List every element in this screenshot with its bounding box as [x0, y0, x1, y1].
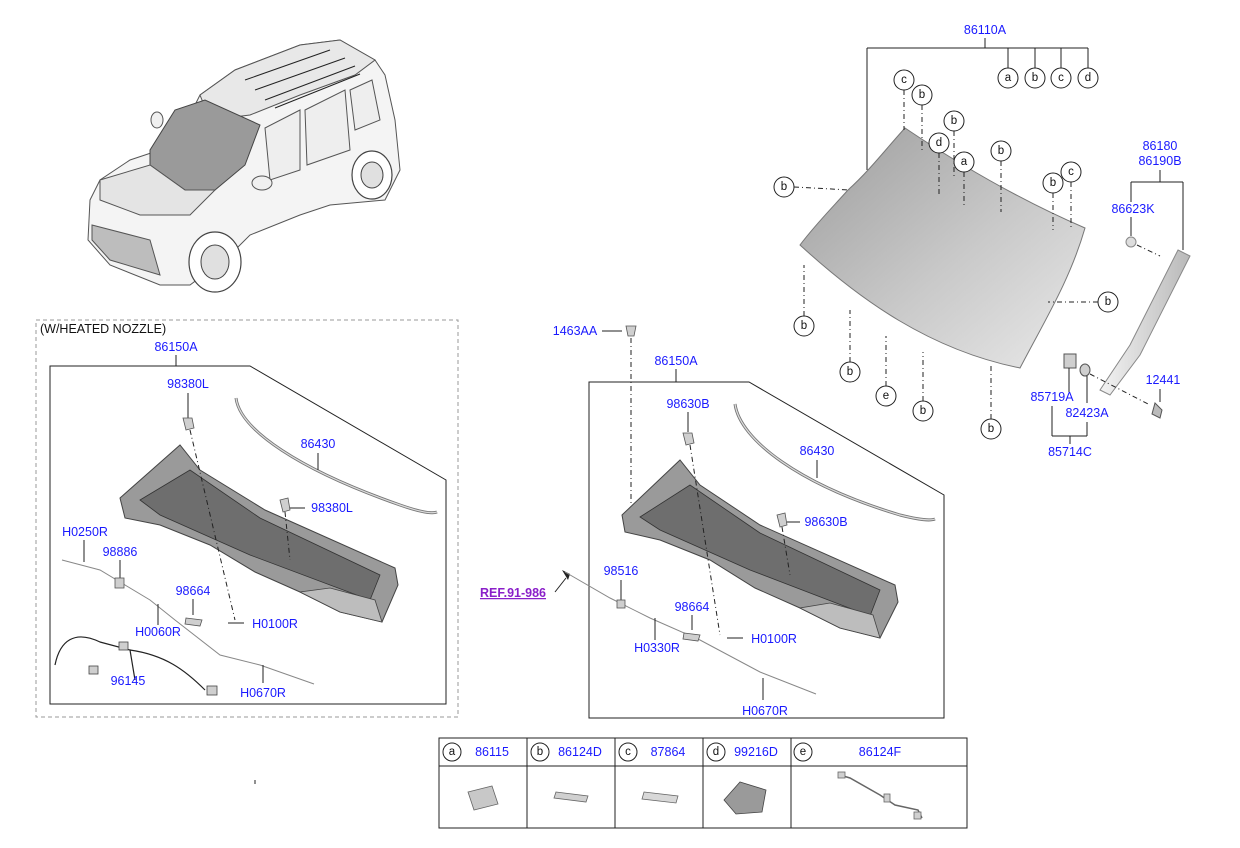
svg-text:e: e: [800, 746, 806, 758]
ref-91-986-link[interactable]: REF.91-986: [480, 586, 546, 600]
part-86180[interactable]: 86180: [1143, 139, 1178, 153]
svg-text:c: c: [1068, 166, 1074, 178]
part-H0670R-left[interactable]: H0670R: [240, 686, 286, 700]
part-H0330R[interactable]: H0330R: [634, 641, 680, 655]
part-1463AA[interactable]: 1463AA: [553, 324, 598, 338]
legend-part-86115[interactable]: 86115: [475, 745, 509, 759]
legend-cell-e[interactable]: e 86124F: [793, 742, 923, 820]
callout-b: b: [1032, 72, 1038, 84]
part-H0060R[interactable]: H0060R: [135, 625, 181, 639]
part-86430-right[interactable]: 86430: [800, 444, 835, 458]
legend-cell-d[interactable]: d 99216D: [706, 742, 778, 815]
pillar-molding[interactable]: [1099, 249, 1191, 396]
callout-d: d: [1085, 72, 1091, 84]
part-98664-left[interactable]: 98664: [176, 584, 211, 598]
svg-text:e: e: [883, 390, 889, 402]
heated-nozzle-label: (W/HEATED NOZZLE): [40, 322, 166, 336]
legend-part-87864[interactable]: 87864: [651, 745, 686, 759]
legend-part-86124D[interactable]: 86124D: [558, 745, 602, 759]
part-H0100R-left[interactable]: H0100R: [252, 617, 298, 631]
svg-text:b: b: [988, 423, 994, 435]
legend-cell-a[interactable]: a 86115: [442, 742, 509, 811]
part-12441[interactable]: 12441: [1146, 373, 1181, 387]
heated-nozzle-panel: (W/HEATED NOZZLE) 86150A 86430 98380L 98…: [35, 319, 459, 718]
legend-part-86124F[interactable]: 86124F: [859, 745, 902, 759]
svg-text:d: d: [713, 746, 719, 758]
legend-cell-c[interactable]: c 87864: [618, 742, 686, 804]
svg-text:c: c: [901, 74, 907, 86]
svg-text:b: b: [998, 145, 1004, 157]
svg-text:b: b: [919, 89, 925, 101]
part-98516[interactable]: 98516: [604, 564, 639, 578]
part-86190B[interactable]: 86190B: [1138, 154, 1181, 168]
part-86430-left[interactable]: 86430: [301, 437, 336, 451]
svg-text:b: b: [781, 181, 787, 193]
part-98630B-mid[interactable]: 98630B: [804, 515, 847, 529]
svg-text:a: a: [961, 156, 968, 168]
part-85719A[interactable]: 85719A: [1030, 390, 1074, 404]
part-98380L-mid[interactable]: 98380L: [311, 501, 353, 515]
svg-text:c: c: [625, 746, 631, 758]
part-82423A[interactable]: 82423A: [1065, 406, 1109, 420]
part-98664-right[interactable]: 98664: [675, 600, 710, 614]
windshield-glass[interactable]: [799, 127, 1086, 369]
part-98630B-top[interactable]: 98630B: [666, 397, 709, 411]
legend-part-99216D[interactable]: 99216D: [734, 745, 778, 759]
windshield-group: 86110A a b c d c b b d a b b c: [773, 23, 1191, 459]
standard-nozzle-panel: 1463AA 86150A 86430 98630B 98630B REF.91…: [480, 324, 945, 719]
svg-text:d: d: [936, 137, 942, 149]
part-86110A[interactable]: 86110A: [964, 23, 1007, 37]
part-H0250R[interactable]: H0250R: [62, 525, 108, 539]
part-86623K[interactable]: 86623K: [1111, 202, 1155, 216]
svg-text:b: b: [847, 366, 853, 378]
vehicle-illustration: [87, 39, 401, 293]
svg-text:b: b: [920, 405, 926, 417]
windshield-callouts: c b b d a b b c b b b b e b: [773, 69, 1119, 440]
svg-text:b: b: [537, 746, 543, 758]
part-H0670R-right[interactable]: H0670R: [742, 704, 788, 718]
callout-a: a: [1005, 72, 1012, 84]
part-H0100R-right[interactable]: H0100R: [751, 632, 797, 646]
part-96145[interactable]: 96145: [111, 674, 146, 688]
legend-cell-b[interactable]: b 86124D: [530, 742, 602, 803]
parts-legend-table: a 86115 b 86124D c 87864 d 99216D e 8612…: [438, 737, 968, 829]
part-85714C[interactable]: 85714C: [1048, 445, 1092, 459]
svg-text:b: b: [1105, 296, 1111, 308]
part-86150A-right[interactable]: 86150A: [654, 354, 698, 368]
svg-text:a: a: [449, 746, 456, 758]
part-98886[interactable]: 98886: [103, 545, 138, 559]
callout-c: c: [1058, 72, 1064, 84]
svg-text:b: b: [951, 115, 957, 127]
svg-text:b: b: [801, 320, 807, 332]
part-98380L-top[interactable]: 98380L: [167, 377, 209, 391]
svg-text:b: b: [1050, 177, 1056, 189]
part-86150A-left[interactable]: 86150A: [154, 340, 198, 354]
